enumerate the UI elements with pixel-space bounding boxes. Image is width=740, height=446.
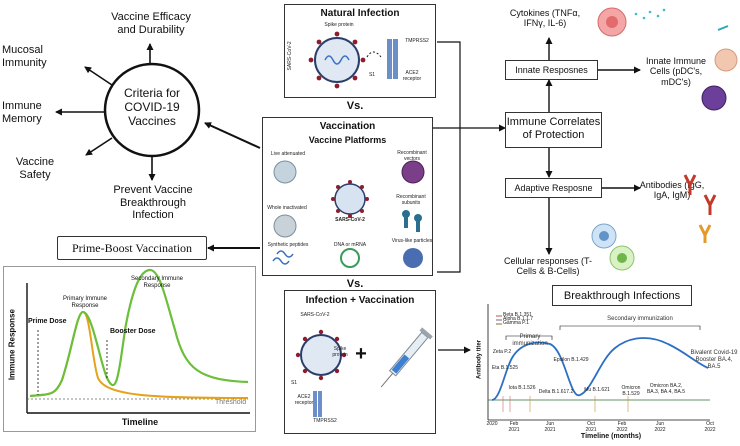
legend-alpha: Alpha B.1.1.7 (503, 316, 534, 322)
natural-infection-title: Natural Infection (320, 8, 400, 19)
natural-infection-panel: Natural Infection Spike protein SARS-CoV… (284, 4, 436, 98)
criteria-breakthrough: Prevent Vaccine Breakthrough Infection (113, 184, 193, 222)
tick-feb-2021: Feb 2021 (508, 421, 520, 433)
cytokines-label: Cytokines (TNFα, IFNγ, IL-6) (509, 8, 581, 29)
booster-dose-label: Booster Dose (110, 328, 156, 335)
threshold-label: Threshold (215, 399, 247, 406)
adaptive-label: Adaptive Resposne (514, 183, 593, 193)
variant-eta: Eta B.1.525 (491, 365, 519, 371)
innate-box: Innate Resposnes (505, 60, 598, 80)
variant-mu: Mu B.1.621 (584, 387, 610, 393)
breakthrough-x-axis: Timeline (months) (580, 433, 642, 440)
vaccination-panel: Vaccination Vaccine Platforms Live atten… (262, 117, 433, 276)
iv-tmprss2-label: TMPRSS2 (313, 418, 337, 424)
legend-beta: Beta B.1.351 (503, 312, 532, 318)
recombinant-vectors-label: Recombinant vectors (397, 150, 427, 162)
vaccination-center-label: SARS-CoV-2 (335, 217, 365, 223)
innate-label: Innate Resposnes (515, 65, 588, 75)
iv-s1-label: S1 (290, 380, 298, 386)
criteria-memory: Immune Memory (2, 100, 42, 125)
ni-spike-label: Spike protein (324, 22, 354, 28)
breakthrough-title: Breakthrough Infections (563, 290, 681, 302)
criteria-circle (103, 62, 201, 158)
infection-vaccination-panel: Infection + Vaccination + SARS-CoV-2 Spi… (284, 290, 436, 434)
live-attenuated-label: Live attenuated (270, 151, 306, 157)
breakthrough-y-axis: Antibody titer (476, 339, 483, 379)
correlates-label: Immune Correlates of Protection (506, 116, 601, 141)
criteria-mucosal: Mucosal Immunity (2, 44, 47, 69)
vaccine-platform-icons (272, 160, 425, 268)
primary-response-label: Primary Immune Response (62, 296, 107, 309)
infection-vaccination-title: Infection + Vaccination (305, 295, 415, 306)
prime-dose-label: Prime Dose (28, 318, 67, 325)
vs-label-1: Vs. (346, 100, 364, 112)
antibodies-label: Antibodies (IgG, IgA, IgM) (639, 180, 705, 201)
tick-oct-2022: Oct 2022 (704, 421, 716, 433)
correlates-box: Immune Correlates of Protection (505, 112, 602, 148)
tick-jun-2021: Jun 2021 (544, 421, 556, 433)
ni-tmprss2-label: TMPRSS2 (405, 38, 429, 44)
prime-boost-label: Prime-Boost Vaccination (71, 241, 193, 255)
criteria-center: Criteria for COVID-19 Vaccines (123, 86, 180, 128)
tick-jun-2022: Jun 2022 (654, 421, 666, 433)
vaccine-platforms-title: Vaccine Platforms (308, 135, 387, 145)
ni-s1-label: S1 (368, 72, 376, 78)
whole-inactivated-label: Whole inactivated (267, 205, 307, 211)
variant-omicron: Omicron B.1.529 (621, 385, 641, 397)
variant-zeta: Zeta P.2 (492, 349, 512, 355)
ni-ace2-label: ACE2 receptor (402, 70, 422, 82)
prime-boost-label-box: Prime-Boost Vaccination (57, 236, 207, 260)
primary-immunization-label: Primary immunization (512, 334, 548, 347)
criteria-safety: Vaccine Safety (15, 156, 55, 181)
tick-feb-2022: Feb 2022 (616, 421, 628, 433)
legend-gamma: Gamma P.1 (503, 320, 530, 326)
adaptive-box: Adaptive Resposne (505, 178, 602, 198)
vaccination-title: Vaccination (319, 121, 376, 132)
dna-mrna-label: DNA or mRNA (333, 242, 367, 248)
iv-ace2-label: ACE2 receptor (294, 394, 314, 406)
plus-sign: + (355, 343, 367, 365)
synthetic-peptides-label: Synthetic peptides (267, 242, 309, 248)
recombinant-subunits-label: Recombinant subunits (396, 194, 426, 206)
secondary-immunization-label: Secondary immunization (607, 316, 673, 322)
ni-virus-label: SARS-CoV-2 (287, 41, 294, 71)
bivalent-booster-label: Bivalent Covid-19 Booster BA.4, BA.5 (690, 350, 738, 370)
cellular-label: Cellular responses (T-Cells & B-Cells) (503, 256, 593, 277)
vs-label-2: Vs. (346, 278, 364, 290)
breakthrough-title-box: Breakthrough Infections (552, 285, 692, 306)
variant-iota: Iota B.1.526 (508, 385, 536, 391)
iv-virus-label: SARS-CoV-2 (300, 312, 330, 318)
tick-oct-2021: Oct 2021 (585, 421, 597, 433)
innate-cells-label: Innate Immune Cells (pDC's, mDC's) (645, 56, 707, 87)
iv-spike-label: Spike protein (332, 346, 348, 358)
tick-2020: 2020 (486, 421, 498, 427)
infection-vaccination-icons (295, 327, 433, 417)
secondary-response-label: Secondary Immune Response (130, 276, 184, 289)
virus-like-particles-label: Virus-like particles (391, 238, 433, 244)
variant-epsilon: Epsilon B.1.429 (553, 357, 589, 363)
variant-omicron2: Omicron BA.2, BA.3, BA.4, BA.5 (646, 383, 686, 395)
criteria-efficacy: Vaccine Efficacy and Durability (111, 11, 191, 36)
sars-cov-2-virus-icon (308, 31, 398, 89)
variant-delta: Delta B.1.617.2 (538, 389, 574, 395)
prime-boost-y-axis: Immune Response (7, 309, 17, 381)
prime-boost-x-axis: Timeline (121, 417, 159, 427)
prime-boost-chart (3, 266, 256, 432)
